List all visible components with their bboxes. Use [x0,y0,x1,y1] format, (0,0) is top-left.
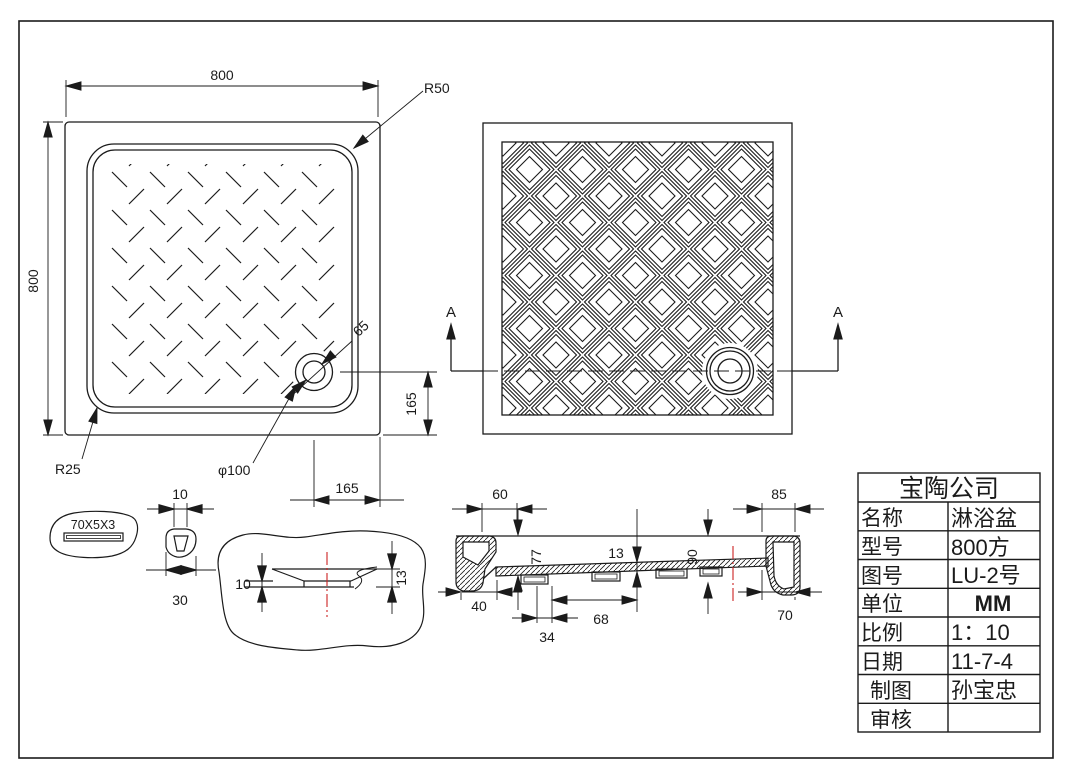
section-dim-34: 34 [539,629,555,645]
tb-value-name: 淋浴盆 [951,506,1017,531]
slot-detail [49,510,139,559]
drain-detail-dim-10: 10 [235,576,251,592]
title-block [857,472,1041,733]
company-name: 宝陶公司 [899,475,999,503]
tb-label-scale: 比例 [861,622,903,645]
top-view [64,121,381,436]
tb-label-unit: 单位 [861,593,903,616]
detail-cloud-outline [217,530,426,651]
section-dim-77: 77 [528,549,544,565]
section-line-AA [446,323,843,372]
drain-recess-detail [217,530,426,651]
section-dim-60: 60 [492,486,508,502]
drain-outer-circle [294,352,334,392]
tb-label-model: 型号 [861,536,903,559]
rib-profile-detail [146,503,216,576]
tb-value-drawnby: 孙宝忠 [951,678,1017,703]
dim-800-top: 800 [210,67,234,83]
tb-label-date: 日期 [861,651,903,674]
tb-value-unit: MM [975,591,1012,616]
tb-label-checkedby: 审核 [870,709,912,732]
tb-value-scale: 1：10 [951,620,1010,645]
tb-value-drawingno: LU-2号 [951,563,1021,588]
tb-label-drawnby: 制图 [870,680,912,703]
dim-r25: R25 [55,461,81,477]
dim-800-left: 800 [25,269,41,293]
tb-value-date: 11-7-4 [951,649,1013,674]
dim-drain-diameter: φ100 [218,462,251,478]
detail-cloud-outline [49,510,139,559]
section-label-left: A [446,304,456,321]
bottom-view [482,122,793,435]
section-dim-13: 13 [608,545,624,561]
section-dim-68: 68 [593,611,609,627]
tb-label-drawingno: 图号 [861,565,903,588]
rib-outline [165,528,197,558]
section-dimensions [438,503,824,623]
section-view [455,535,801,604]
section-dim-40: 40 [471,598,487,614]
section-label-right: A [833,304,843,321]
section-dim-90: 90 [684,549,700,565]
slot-size-label: 70X5X3 [71,518,116,532]
rib-dim-top: 10 [172,486,188,502]
section-dim-85: 85 [771,486,787,502]
drain-detail-dim-13: 13 [393,570,409,586]
dim-r50: R50 [424,80,450,96]
dim-165-vertical: 165 [403,392,419,416]
tb-label-name: 名称 [861,507,903,530]
section-dim-70: 70 [777,607,793,623]
tb-value-model: 800方 [951,535,1010,560]
top-view-dimensions [43,80,437,507]
dim-165-horizontal: 165 [335,480,359,496]
drain-inner-circle [302,360,326,384]
rib-dim-bottom: 30 [172,592,188,608]
